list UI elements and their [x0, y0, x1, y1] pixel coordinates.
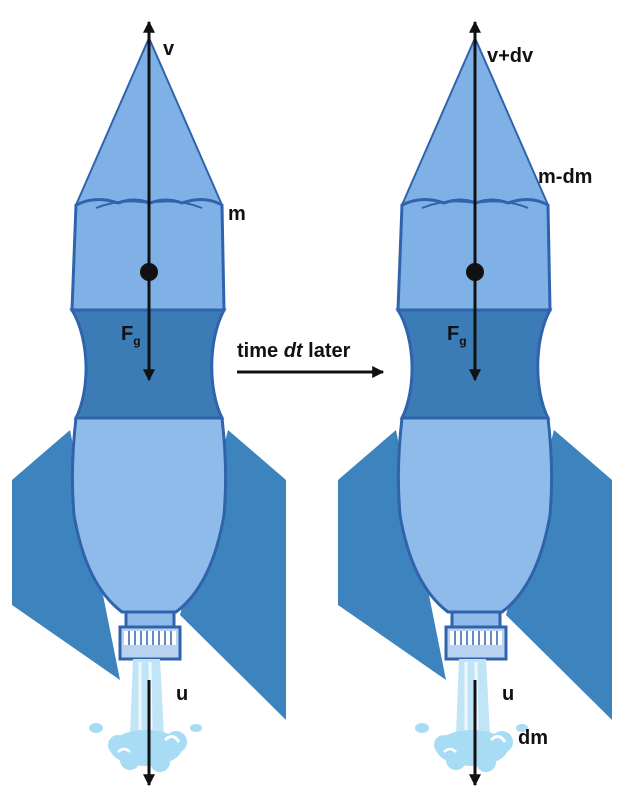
gravity-label-main: F: [447, 323, 459, 345]
transition-emphasis: dt: [284, 340, 304, 362]
exhaust-velocity-label: u: [502, 683, 514, 705]
gravity-label-main: F: [121, 323, 133, 345]
transition: time dt later: [237, 340, 385, 378]
transition-label: time dt later: [237, 340, 351, 362]
gravity-label-subscript: g: [133, 334, 140, 348]
exhaust-velocity-label: u: [176, 683, 188, 705]
transition-suffix: later: [303, 340, 351, 362]
exhaust-mass-label: dm: [518, 727, 548, 749]
velocity-label: v+dv: [487, 45, 534, 67]
transition-prefix: time: [237, 340, 284, 362]
rocket-left: v m Fg u: [10, 20, 288, 787]
mass-label: m: [228, 203, 246, 225]
rocket-right: v+dv m-dm Fg u dm: [336, 20, 614, 787]
gravity-label: Fg: [447, 323, 467, 348]
center-of-mass-dot: [466, 263, 484, 281]
mass-label: m-dm: [538, 166, 592, 188]
gravity-label-subscript: g: [459, 334, 466, 348]
center-of-mass-dot: [140, 263, 158, 281]
velocity-label: v: [163, 38, 175, 60]
gravity-label: Fg: [121, 323, 141, 348]
